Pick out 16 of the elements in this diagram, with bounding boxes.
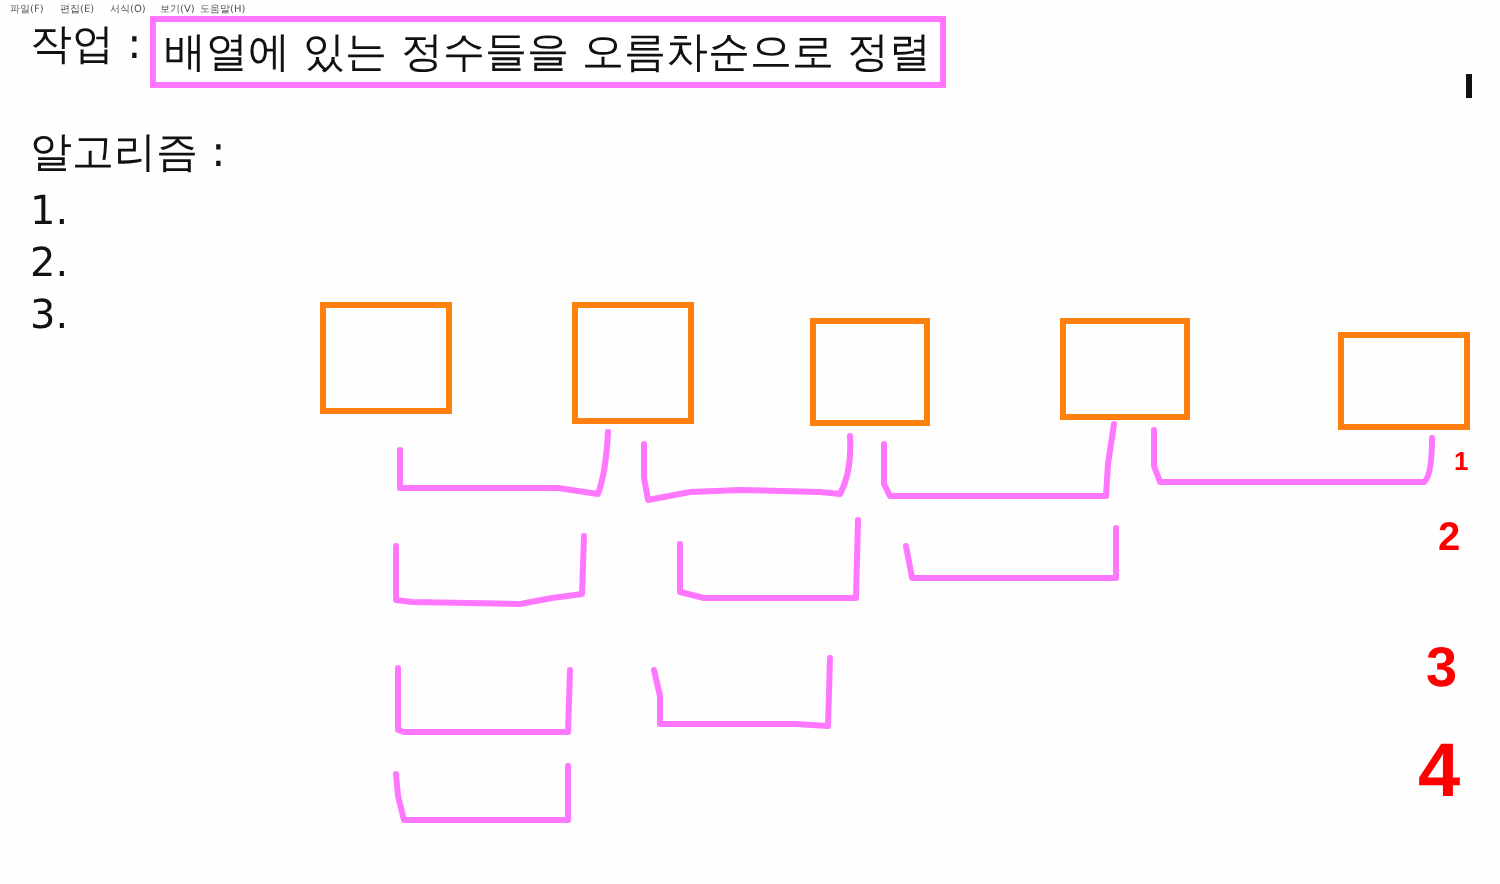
handwritten-number: 3 — [1426, 640, 1458, 696]
empty-box — [572, 302, 694, 424]
step-number: 2. — [30, 242, 69, 282]
heading-text: 알고리즘 : — [30, 132, 226, 174]
handwritten-number: 1 — [1454, 448, 1469, 474]
task-description: 배열에 있는 정수들을 오름차순으로 정렬 — [164, 26, 932, 78]
empty-box — [1060, 318, 1190, 420]
heading-text: 작업 : — [30, 24, 142, 66]
empty-box — [320, 302, 452, 414]
empty-box — [1338, 332, 1470, 430]
step-number: 1. — [30, 190, 69, 230]
highlight-frame — [150, 16, 946, 88]
step-number: 3. — [30, 294, 69, 334]
handwritten-number: 2 — [1438, 518, 1461, 558]
empty-box — [810, 318, 930, 426]
handwritten-number: 4 — [1418, 734, 1461, 810]
